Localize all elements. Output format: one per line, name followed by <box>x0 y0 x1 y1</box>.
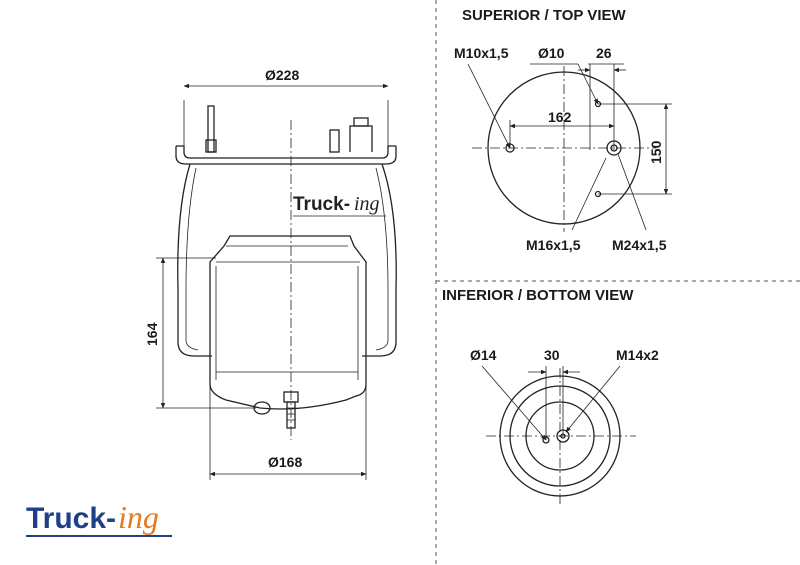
top-spacing-h-text: 162 <box>548 109 572 125</box>
side-view: Ø228 164 Ø168 Truck- ing <box>144 67 397 480</box>
top-spacing-v-text: 150 <box>648 140 664 164</box>
top-hole-dia-text: Ø10 <box>538 45 565 61</box>
top-offset-text: 26 <box>596 45 612 61</box>
top-studs <box>205 105 373 153</box>
top-view: SUPERIOR / TOP VIEW M10x1,5 Ø10 26 162 <box>454 7 672 253</box>
dim-top-diameter-text: Ø228 <box>265 67 299 83</box>
top-view-title: SUPERIOR / TOP VIEW <box>462 7 626 24</box>
piston <box>209 235 367 429</box>
logo-left-text: Truck- <box>26 502 116 535</box>
bottom-offset-text: 30 <box>544 347 560 363</box>
logo-right-text: ing <box>118 499 159 535</box>
dim-height-text: 164 <box>144 322 160 346</box>
bellow-brand: Truck- ing <box>293 193 386 217</box>
bellow-brand-right: ing <box>354 193 380 215</box>
dimension-bottom-diameter: Ø168 <box>209 384 367 480</box>
top-thread-medium-text: M16x1,5 <box>526 237 581 253</box>
view-separators <box>435 0 800 565</box>
top-thread-small-text: M10x1,5 <box>454 45 509 61</box>
top-thread-large-text: M24x1,5 <box>612 237 667 253</box>
top-plate <box>175 100 397 165</box>
bottom-view-title: INFERIOR / BOTTOM VIEW <box>442 287 634 304</box>
bottom-view: INFERIOR / BOTTOM VIEW Ø14 30 M14x2 <box>442 287 659 504</box>
bottom-thread-text: M14x2 <box>616 347 659 363</box>
bottom-hole-dia-text: Ø14 <box>470 347 497 363</box>
dimension-top-diameter: Ø228 <box>183 67 389 89</box>
dim-bottom-diameter-text: Ø168 <box>268 454 302 470</box>
air-bellow <box>177 163 397 357</box>
dimension-height: 164 <box>144 257 256 409</box>
truck-ing-logo: Truck- ing <box>26 499 172 537</box>
bellow-brand-left: Truck- <box>293 194 350 215</box>
